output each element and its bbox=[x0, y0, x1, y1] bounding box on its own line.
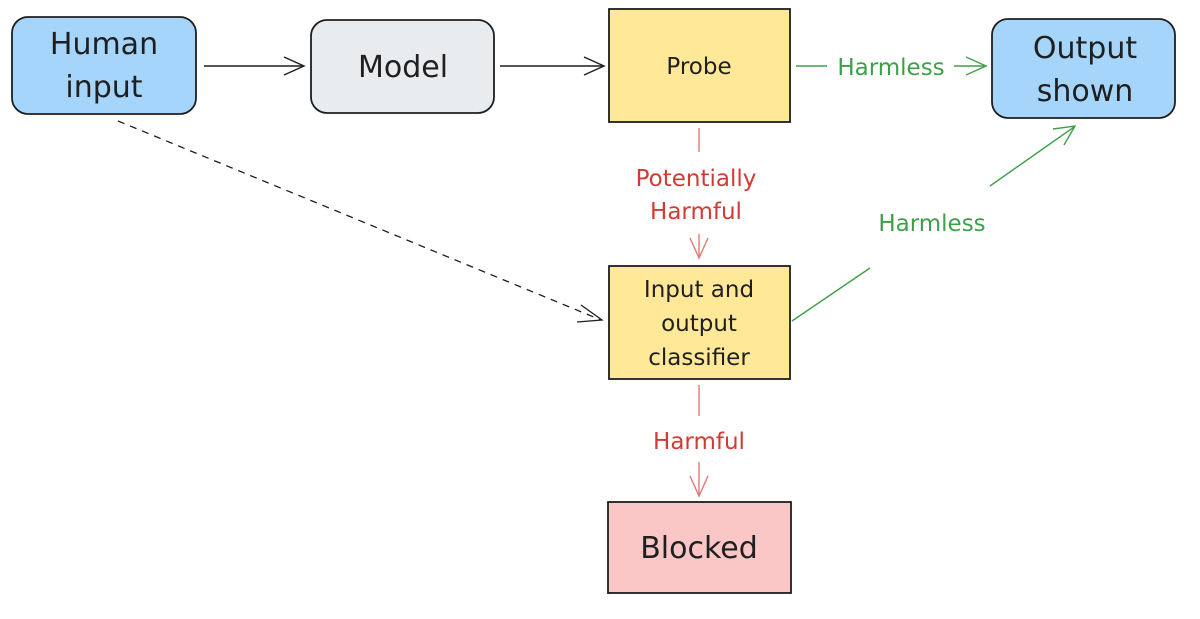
arrowhead-icon bbox=[689, 237, 709, 260]
label-line: Human bbox=[50, 27, 158, 62]
label-line: input bbox=[65, 70, 142, 105]
edge-human-to-classifier bbox=[117, 120, 604, 323]
node-label-human-input: Human input bbox=[50, 27, 158, 105]
node-model: Model bbox=[310, 19, 495, 114]
node-probe: Probe bbox=[608, 8, 791, 123]
node-classifier: Input and output classifier bbox=[608, 265, 791, 380]
arrowhead-icon bbox=[965, 56, 988, 76]
arrowhead-icon bbox=[283, 56, 306, 76]
edge-label-probe-harmless: Harmless bbox=[837, 55, 944, 81]
arrowhead-icon bbox=[583, 56, 606, 76]
label-line: Harmless bbox=[878, 211, 985, 237]
label-line: Potentially bbox=[636, 166, 757, 192]
label-line: Model bbox=[358, 50, 448, 85]
label-line: Harmful bbox=[653, 429, 745, 455]
label-line: Output bbox=[1033, 31, 1137, 66]
edge-probe-harmless: Harmless bbox=[796, 55, 988, 81]
edge-classifier-harmless: Harmless bbox=[791, 125, 1077, 322]
node-human-input: Human input bbox=[11, 16, 197, 115]
label-line: output bbox=[661, 311, 737, 337]
arrowhead-icon bbox=[689, 475, 709, 498]
edge-label-classifier-harmless: Harmless bbox=[878, 211, 985, 237]
node-output-shown: Output shown bbox=[991, 18, 1176, 119]
arrowhead-icon bbox=[576, 304, 604, 323]
edge-model-to-probe bbox=[500, 56, 606, 76]
node-label-classifier: Input and output classifier bbox=[644, 277, 754, 371]
label-line: Harmless bbox=[837, 55, 944, 81]
label-line: Input and bbox=[644, 277, 754, 303]
label-line: shown bbox=[1037, 74, 1134, 109]
node-label-model: Model bbox=[358, 50, 448, 85]
node-label-probe: Probe bbox=[666, 54, 731, 80]
edge-human-to-model bbox=[204, 56, 306, 76]
label-line: Probe bbox=[666, 54, 731, 80]
node-label-blocked: Blocked bbox=[640, 531, 758, 566]
arrowhead-icon bbox=[1052, 125, 1077, 146]
node-label-output-shown: Output shown bbox=[1033, 31, 1137, 109]
edge-label-harmful: Harmful bbox=[653, 429, 745, 455]
node-blocked: Blocked bbox=[607, 501, 792, 594]
label-line: Harmful bbox=[650, 199, 742, 225]
label-line: Blocked bbox=[640, 531, 758, 566]
label-line: classifier bbox=[648, 345, 750, 371]
edge-classifier-harmful: Harmful bbox=[653, 385, 745, 498]
